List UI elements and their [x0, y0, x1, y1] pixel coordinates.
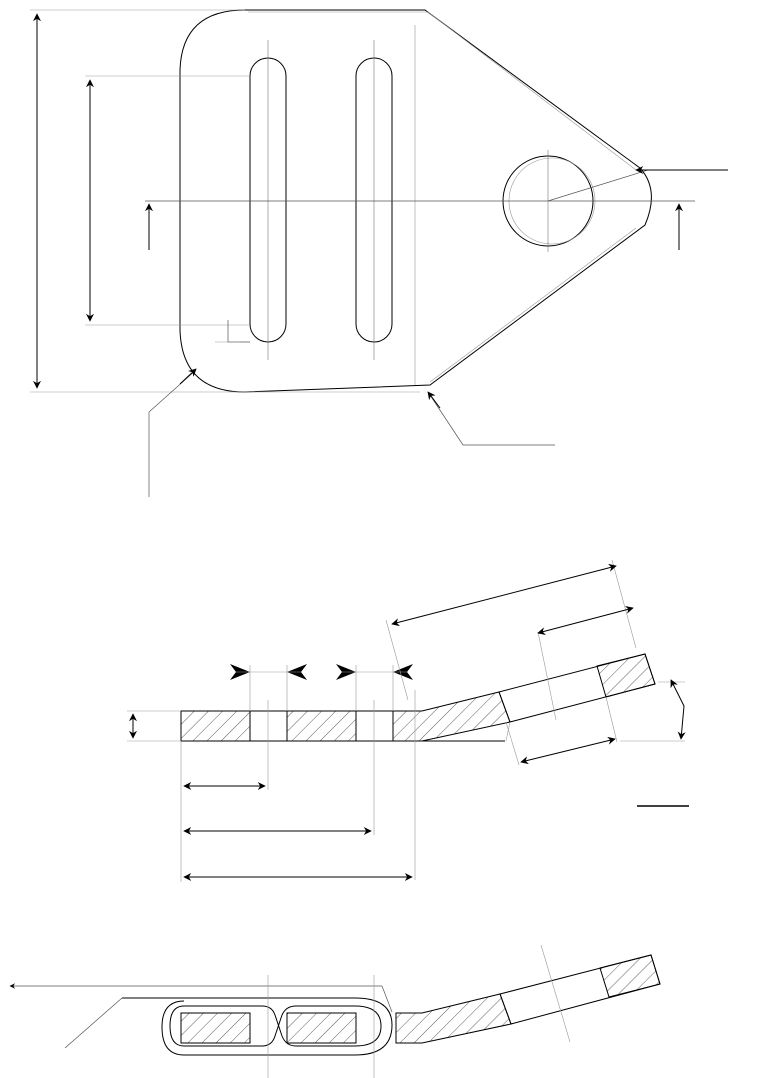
radius-leader-hole	[547, 169, 649, 202]
incline-hole-ext	[537, 631, 557, 721]
inclined-arm-hatch	[596, 653, 656, 698]
incline-overall-dim	[391, 563, 617, 627]
incline-ext-left	[385, 619, 409, 701]
corner-radius-arrow	[179, 368, 197, 385]
assembly-segment-2	[286, 1012, 357, 1044]
tip-leader-bottom	[429, 394, 555, 446]
assembly-view	[9, 944, 661, 1078]
assembly-cl-hole	[540, 944, 571, 1043]
plate-outline-inner	[248, 11, 637, 383]
incline-ext-right	[611, 559, 637, 649]
strap-loop-inner	[169, 1005, 382, 1047]
plan-view	[30, 9, 728, 497]
strap-loop-outer	[122, 997, 393, 1056]
section-segment-3	[392, 691, 511, 742]
assembly-arm-hatch	[599, 954, 661, 998]
strap-direction-link	[381, 985, 393, 1013]
tip-leader-arrow	[427, 391, 441, 409]
plate-outline	[179, 9, 652, 393]
incline-lower-ext-left	[505, 721, 520, 766]
section-segment-2	[286, 710, 357, 742]
incline-lower-dim	[520, 736, 616, 765]
assembly-segment-3	[395, 993, 512, 1044]
section-segment-1	[180, 710, 251, 742]
rise-dim	[670, 679, 686, 740]
assembly-segment-1	[180, 1012, 251, 1044]
corner-detail	[227, 320, 250, 343]
incline-hole-dim	[537, 605, 634, 636]
incline-lower-ext-right	[605, 696, 618, 743]
section-view	[127, 559, 689, 882]
arm-inner-line	[505, 721, 511, 742]
strap-tail-top	[64, 997, 123, 1049]
corner-radius-leader	[148, 369, 197, 497]
